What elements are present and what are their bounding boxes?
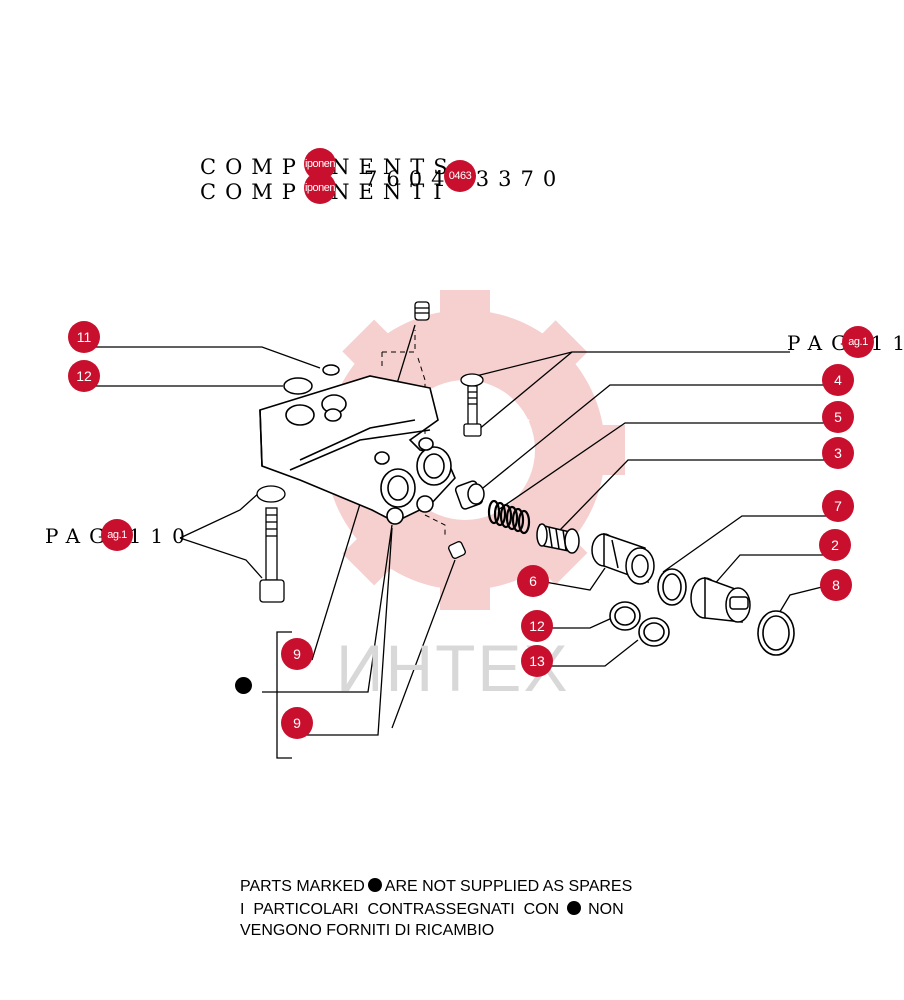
callout-4[interactable]: 4 bbox=[822, 364, 854, 396]
bullet-icon bbox=[367, 878, 382, 892]
callout-13[interactable]: 13 bbox=[521, 645, 553, 677]
o-ring-13 bbox=[638, 617, 670, 647]
footnote-it-before: I PARTICOLARI CONTRASSEGNATI CON bbox=[240, 901, 560, 918]
callout-9-bottom[interactable]: 9 bbox=[281, 707, 313, 739]
footnote-it: I PARTICOLARI CONTRASSEGNATI CON NON bbox=[240, 901, 624, 919]
o-ring-12-bottom bbox=[609, 601, 641, 631]
plug-screw-top bbox=[414, 301, 430, 321]
callout-3[interactable]: 3 bbox=[822, 437, 854, 469]
snap-ring-8 bbox=[757, 610, 795, 656]
spring-5 bbox=[487, 499, 531, 535]
footnote-en-before: PARTS MARKED bbox=[240, 878, 365, 895]
callout-12-left[interactable]: 12 bbox=[68, 360, 100, 392]
page-ref-right-badge[interactable]: ag.1 bbox=[842, 326, 874, 358]
callout-9-top[interactable]: 9 bbox=[281, 638, 313, 670]
page-ref-left-badge[interactable]: ag.1 bbox=[101, 519, 133, 551]
callout-2[interactable]: 2 bbox=[819, 529, 851, 561]
o-ring-12-top bbox=[283, 377, 313, 395]
callout-11[interactable]: 11 bbox=[68, 321, 100, 353]
part-code-link-badge[interactable]: 0463 bbox=[444, 160, 476, 192]
callout-6[interactable]: 6 bbox=[517, 565, 549, 597]
callout-8[interactable]: 8 bbox=[820, 569, 852, 601]
cage-3 bbox=[536, 523, 580, 554]
valve-body-housing bbox=[259, 375, 456, 525]
valve-cap-2 bbox=[690, 576, 751, 623]
valve-plug-4 bbox=[454, 480, 485, 510]
footnote-en-after: ARE NOT SUPPLIED AS SPARES bbox=[384, 878, 633, 895]
callout-5[interactable]: 5 bbox=[822, 401, 854, 433]
footnote-en: PARTS MARKED ARE NOT SUPPLIED AS SPARES bbox=[240, 878, 632, 896]
valve-seat-6 bbox=[591, 532, 655, 585]
footnote-it-after: NON bbox=[588, 901, 624, 918]
bolt-left bbox=[256, 485, 286, 603]
not-supplied-marker-dot bbox=[235, 677, 252, 694]
bolt-right bbox=[460, 373, 484, 437]
callout-12-bottom[interactable]: 12 bbox=[521, 610, 553, 642]
grub-screw bbox=[448, 541, 466, 559]
components-link-badge-2[interactable]: iponen bbox=[304, 172, 336, 204]
bullet-icon bbox=[566, 901, 581, 915]
footnote-it-line2: VENGONO FORNITI DI RICAMBIO bbox=[240, 922, 495, 939]
callout-7[interactable]: 7 bbox=[822, 490, 854, 522]
washer-11 bbox=[322, 364, 340, 376]
o-ring-7 bbox=[657, 568, 687, 606]
